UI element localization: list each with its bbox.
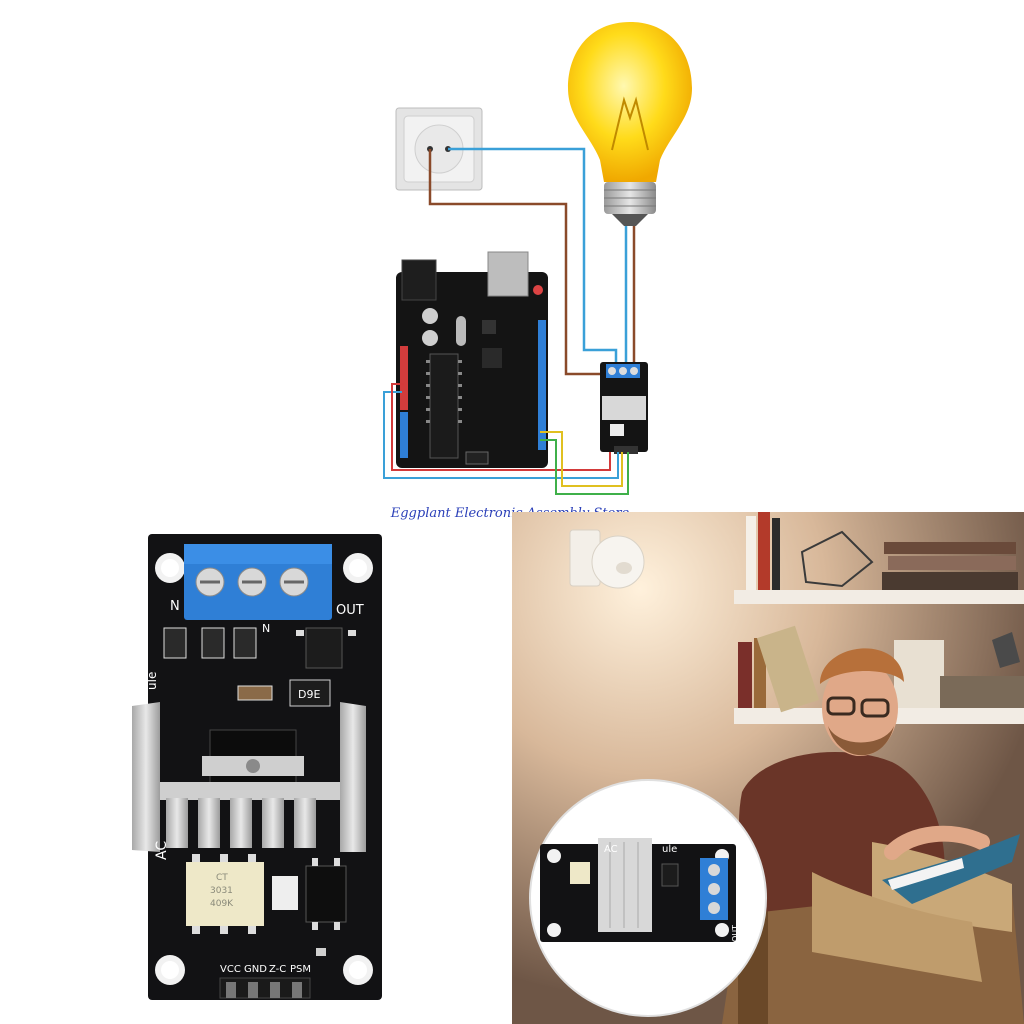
module-label: ule	[145, 672, 159, 690]
chip-label-model: 3031	[210, 886, 233, 896]
pin-label-psm: PSM	[290, 964, 311, 975]
pin-label-vcc: VCC	[220, 964, 241, 975]
smd-resistors	[163, 627, 356, 669]
wire-blue-socket	[448, 147, 618, 366]
light-bulb	[568, 22, 692, 226]
screw-terminal	[184, 544, 332, 620]
terminal-label-n: N	[170, 599, 180, 614]
pin-labels: VCC GND Z-C PSM	[220, 964, 311, 975]
smd-diode	[289, 679, 331, 707]
smd-led	[316, 948, 326, 956]
terminal-label-n2: N	[262, 622, 270, 635]
wire-green-signal	[540, 439, 629, 495]
wire-red-signal	[391, 383, 611, 471]
smd-diode-label: D9E	[298, 688, 320, 701]
inset-module-circle: AC ule OUT	[529, 779, 767, 1017]
arduino-board	[396, 251, 548, 468]
heatsink	[132, 702, 366, 852]
books-top	[746, 512, 1018, 590]
side-label-ac: AC	[154, 841, 170, 860]
wire-blue-signal	[383, 391, 619, 479]
smd-capacitor	[237, 685, 273, 701]
pin-label-zc: Z-C	[269, 964, 286, 975]
sot-chip	[305, 865, 347, 923]
chip-label-top: CT	[216, 873, 228, 883]
diagram-dimmer-module	[600, 362, 648, 454]
lifestyle-photo: AC ule OUT	[512, 512, 1024, 1024]
shelf-top	[734, 590, 1024, 604]
inset-module-label: ule	[662, 844, 677, 855]
triac	[202, 729, 304, 791]
chip-label-code: 409K	[210, 899, 234, 909]
header-pins	[219, 977, 311, 999]
pin-label-gnd: GND	[244, 964, 267, 975]
person-reading	[738, 648, 1020, 982]
optocoupler	[186, 854, 264, 934]
smd-white-part	[272, 876, 298, 910]
wire-yellow-signal	[540, 431, 623, 487]
dimmer-module-photo: N N OUT D9E ule AC CT 3031 409K	[132, 534, 382, 1000]
wall-lamp	[569, 529, 645, 589]
terminal-label-out: OUT	[336, 603, 364, 618]
wire-brown-socket	[428, 149, 602, 376]
inset-terminal-label: OUT	[731, 925, 740, 942]
wiring-diagram	[383, 22, 692, 495]
inset-side-label: AC	[604, 844, 618, 855]
